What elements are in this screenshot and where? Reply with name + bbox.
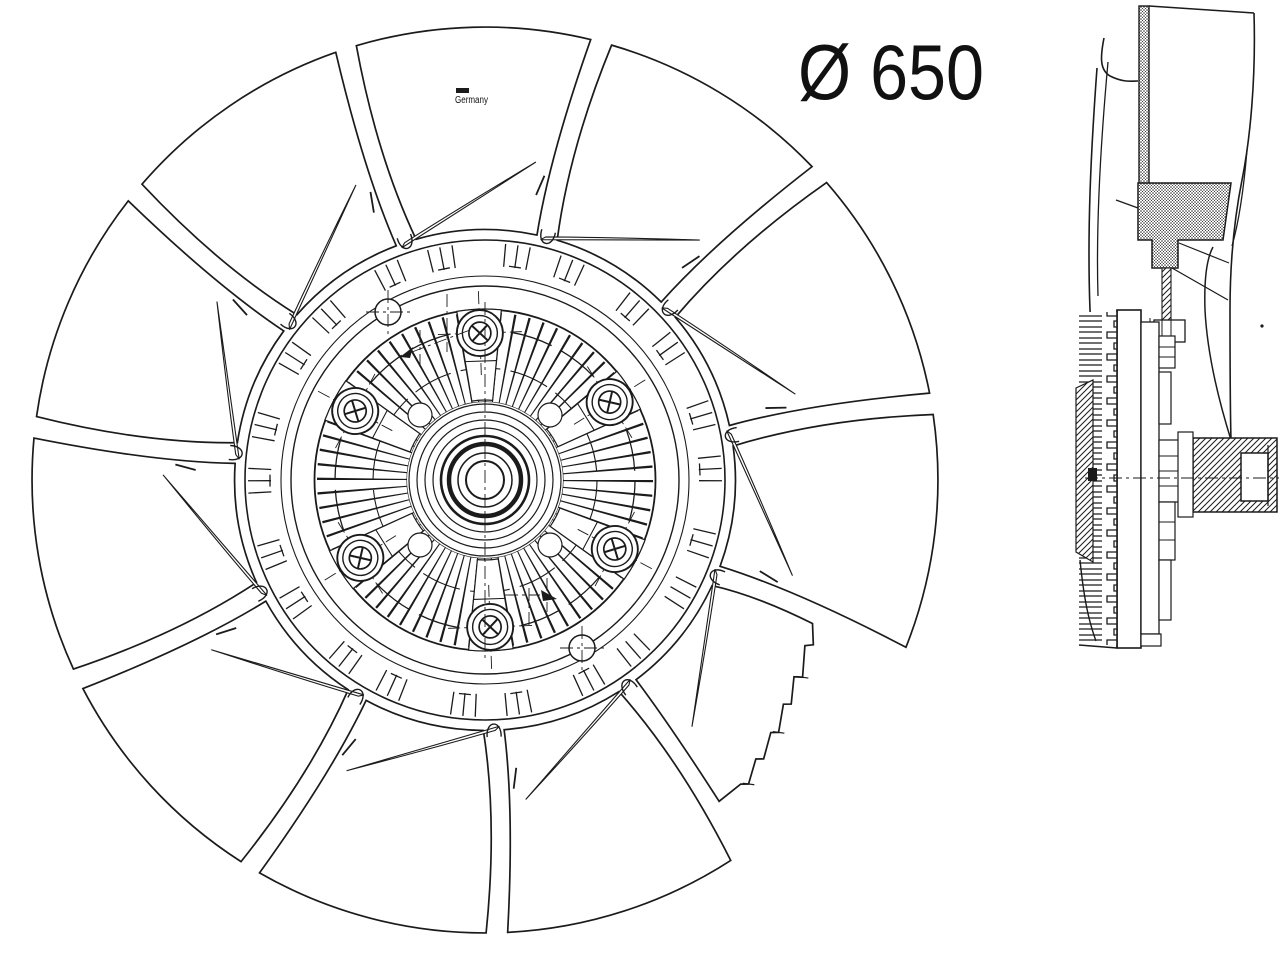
side-view <box>1075 5 1279 649</box>
blade-root-section <box>1137 182 1232 269</box>
blade-marking: Germany <box>455 88 488 106</box>
blade-web-section <box>1138 5 1150 186</box>
fan-ring <box>244 239 726 721</box>
side-blade-sections <box>1088 5 1264 441</box>
blade-marking-text: Germany <box>455 95 488 106</box>
front-view: Germany <box>16 22 949 949</box>
side-cooling-fins <box>1075 310 1118 649</box>
plate-holes <box>366 290 604 670</box>
side-shaft <box>1085 431 1279 518</box>
centrelines <box>400 294 557 658</box>
fin-section-hatch <box>1075 379 1094 564</box>
side-clutch-body <box>1116 309 1180 649</box>
hub-fins <box>317 312 653 648</box>
diameter-label: Ø 650 <box>798 28 984 116</box>
